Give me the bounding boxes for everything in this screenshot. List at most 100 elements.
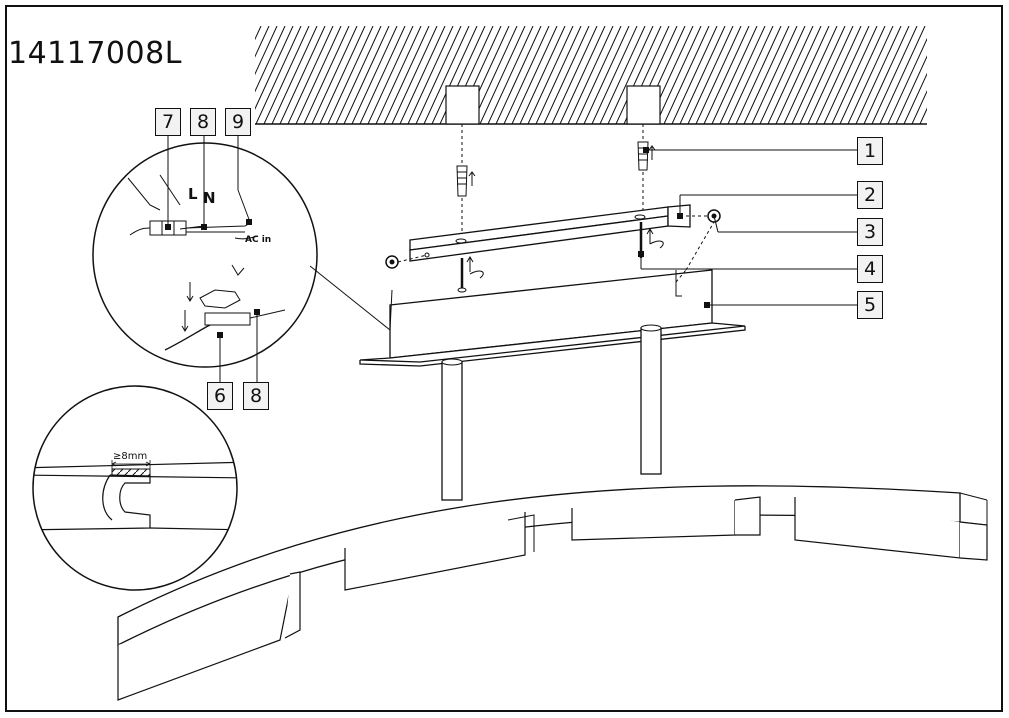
hatch-line xyxy=(855,26,902,124)
hatch-line xyxy=(903,72,927,124)
hatch-line xyxy=(271,26,318,124)
hatch-line xyxy=(575,26,622,124)
hatch-line xyxy=(751,26,798,124)
hatch-line xyxy=(791,26,838,124)
hatch-line xyxy=(287,26,334,124)
ceiling-anchor-block-left xyxy=(445,85,480,125)
hatch-line xyxy=(944,26,989,124)
hatch-line xyxy=(303,26,350,124)
callout-4: 4 xyxy=(857,255,883,283)
hatch-line xyxy=(295,26,342,124)
wire-label-ac-in: AC in xyxy=(245,235,271,245)
hatch-line xyxy=(719,26,766,124)
callout-9: 9 xyxy=(225,108,251,136)
hatch-line xyxy=(359,26,406,124)
ceiling-hatch xyxy=(255,26,997,124)
hatch-line xyxy=(503,26,550,124)
hatch-line xyxy=(895,55,927,124)
hatch-line xyxy=(407,26,454,124)
wire-label-neutral: N xyxy=(203,189,216,207)
hatch-line xyxy=(711,26,758,124)
suspension-rods xyxy=(441,324,662,501)
hatch-line xyxy=(567,26,614,124)
hatch-line xyxy=(415,26,462,124)
hatch-line xyxy=(735,26,782,124)
hatch-line xyxy=(591,26,638,124)
hatch-line xyxy=(551,26,598,124)
hatch-line xyxy=(775,26,822,124)
hatch-line xyxy=(599,26,646,124)
hatch-line xyxy=(511,26,558,124)
hatch-line xyxy=(583,26,630,124)
hatch-line xyxy=(311,26,358,124)
hatch-line xyxy=(863,26,910,124)
hatch-line xyxy=(263,26,310,124)
hatch-line xyxy=(799,26,846,124)
hatch-line xyxy=(695,26,742,124)
hatch-line xyxy=(319,26,366,124)
hatch-line xyxy=(351,26,398,124)
hatch-line xyxy=(879,26,926,124)
hatch-line xyxy=(535,26,582,124)
hatch-line xyxy=(663,26,710,124)
mounting-bracket xyxy=(397,204,714,263)
hatch-line xyxy=(615,26,662,124)
hatch-line xyxy=(823,26,870,124)
hatch-line xyxy=(743,26,790,124)
hatch-line xyxy=(487,26,534,124)
callout-3: 3 xyxy=(857,218,883,246)
hatch-line xyxy=(671,26,718,124)
hatch-line xyxy=(255,26,302,124)
curved-led-arm xyxy=(117,485,988,701)
hatch-line xyxy=(375,26,422,124)
hatch-line xyxy=(727,26,774,124)
hatch-line xyxy=(255,26,278,76)
ceiling-anchor-block-right xyxy=(626,85,661,125)
hatch-line xyxy=(911,90,927,124)
hatch-line xyxy=(279,26,326,124)
hatch-line xyxy=(391,26,438,124)
hatch-line xyxy=(543,26,590,124)
hatch-line xyxy=(559,26,606,124)
hatch-line xyxy=(255,26,294,110)
hatch-line xyxy=(936,26,981,124)
hatch-line xyxy=(479,26,526,124)
hatch-line xyxy=(423,26,470,124)
hatch-line xyxy=(607,26,654,124)
hatch-line xyxy=(887,37,927,124)
callout-8-top: 8 xyxy=(190,108,216,136)
hatch-line xyxy=(831,26,878,124)
hatch-line xyxy=(343,26,390,124)
callout-2: 2 xyxy=(857,181,883,209)
wall-plug-right xyxy=(637,141,656,171)
hatch-line xyxy=(519,26,566,124)
hatch-line xyxy=(255,26,286,93)
hatch-line xyxy=(327,26,374,124)
hatch-line xyxy=(703,26,750,124)
hatch-line xyxy=(767,26,814,124)
callout-5: 5 xyxy=(857,291,883,319)
hatch-line xyxy=(952,26,997,124)
hatch-line xyxy=(335,26,382,124)
hatch-line xyxy=(928,26,973,124)
hatch-line xyxy=(759,26,806,124)
hatch-line xyxy=(783,26,830,124)
screw-left xyxy=(457,256,484,293)
hatch-line xyxy=(847,26,894,124)
hatch-line xyxy=(431,26,478,124)
min-distance-label: ≥8mm xyxy=(113,451,147,462)
callout-8-bottom: 8 xyxy=(243,382,269,410)
hatch-line xyxy=(871,26,918,124)
callout-7: 7 xyxy=(155,108,181,136)
wiring-detail-circle xyxy=(92,142,393,368)
wire-label-live: L xyxy=(188,185,198,203)
distance-detail-circle xyxy=(32,385,238,591)
hatch-line xyxy=(807,26,854,124)
hatch-line xyxy=(815,26,862,124)
hatch-line xyxy=(527,26,574,124)
hatch-line xyxy=(367,26,414,124)
hatch-line xyxy=(679,26,726,124)
hatch-line xyxy=(655,26,702,124)
hatch-line xyxy=(687,26,734,124)
